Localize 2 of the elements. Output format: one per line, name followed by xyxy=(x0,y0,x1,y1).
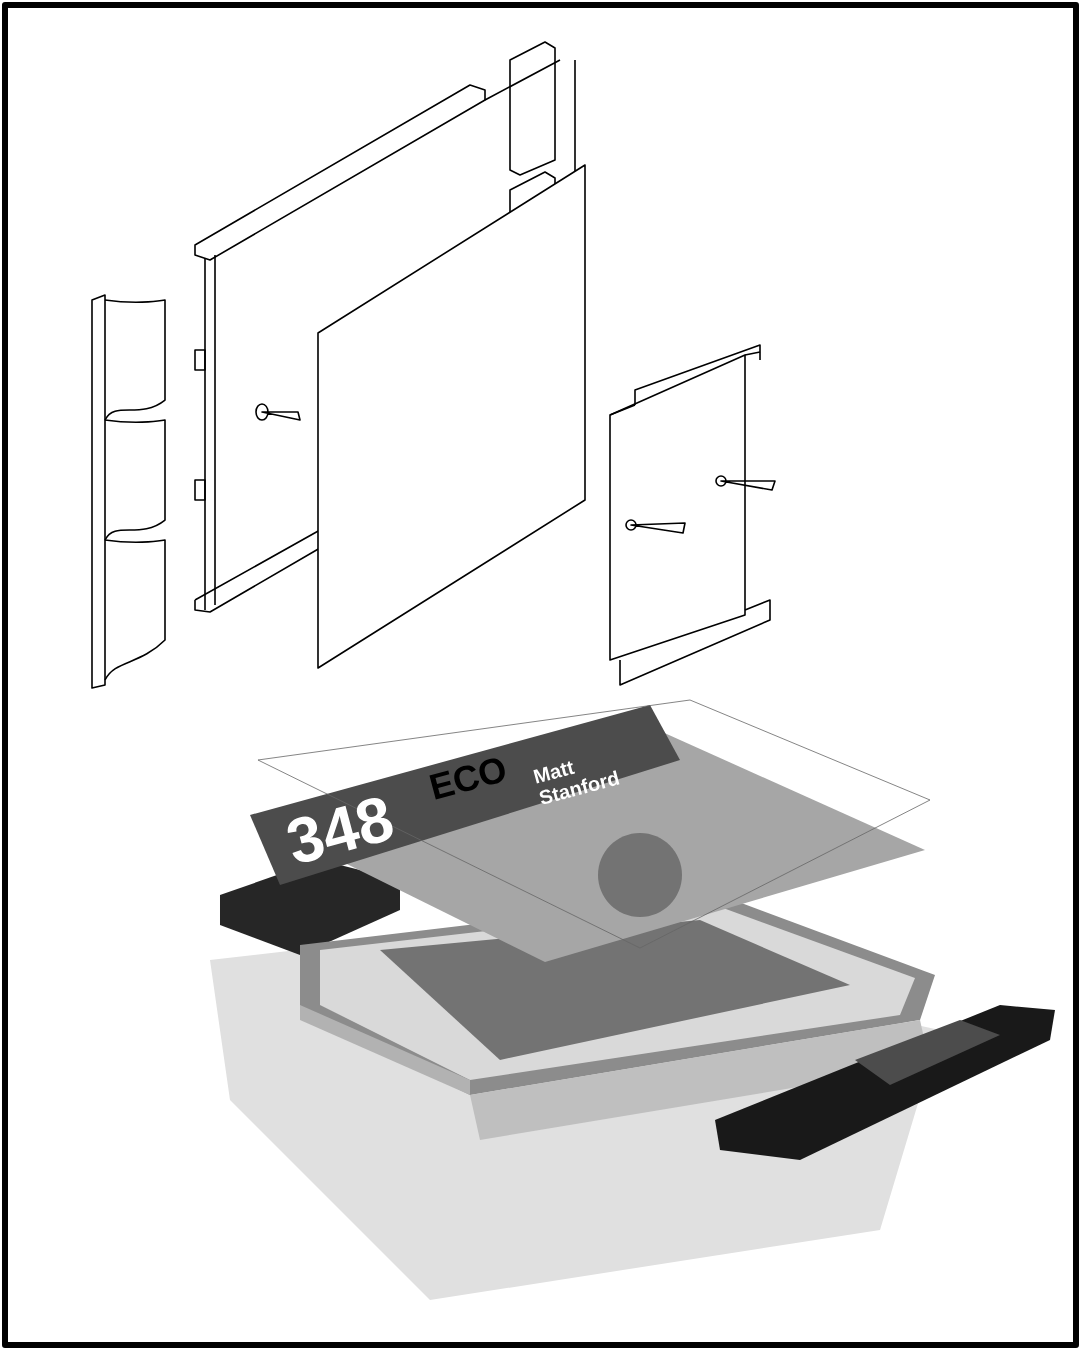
poster-text: 348 xyxy=(287,798,393,863)
poster-text: ECO xyxy=(429,758,505,800)
